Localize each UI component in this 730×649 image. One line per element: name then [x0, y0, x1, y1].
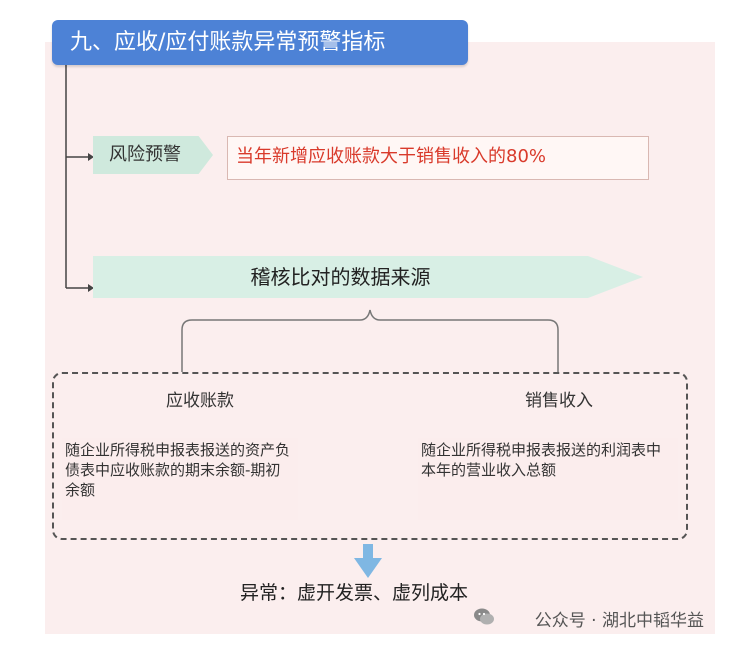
page-title: 九、应收/应付账款异常预警指标 — [52, 20, 468, 65]
data-source-arrow: 稽核比对的数据来源 — [93, 256, 643, 298]
watermark-text: 公众号 · 湖北中韬华益 — [534, 611, 704, 631]
column-desc-receivables: 随企业所得税申报表报送的资产负债表中应收账款的期末余额-期初余额 — [62, 438, 298, 520]
brace-icon — [181, 309, 559, 372]
column-desc-sales: 随企业所得税申报表报送的利润表中本年的营业收入总额 — [418, 438, 678, 520]
risk-warning-tag: 风险预警 — [93, 136, 213, 174]
down-arrow-icon — [354, 544, 382, 578]
column-title-sales: 销售收入 — [525, 391, 593, 411]
data-source-box — [52, 372, 688, 540]
column-title-receivables: 应收账款 — [166, 391, 234, 411]
wechat-icon — [474, 608, 494, 625]
risk-warning-text: 当年新增应收账款大于销售收入的80% — [227, 136, 649, 180]
result-text: 异常：虚开发票、虚列成本 — [240, 582, 469, 604]
